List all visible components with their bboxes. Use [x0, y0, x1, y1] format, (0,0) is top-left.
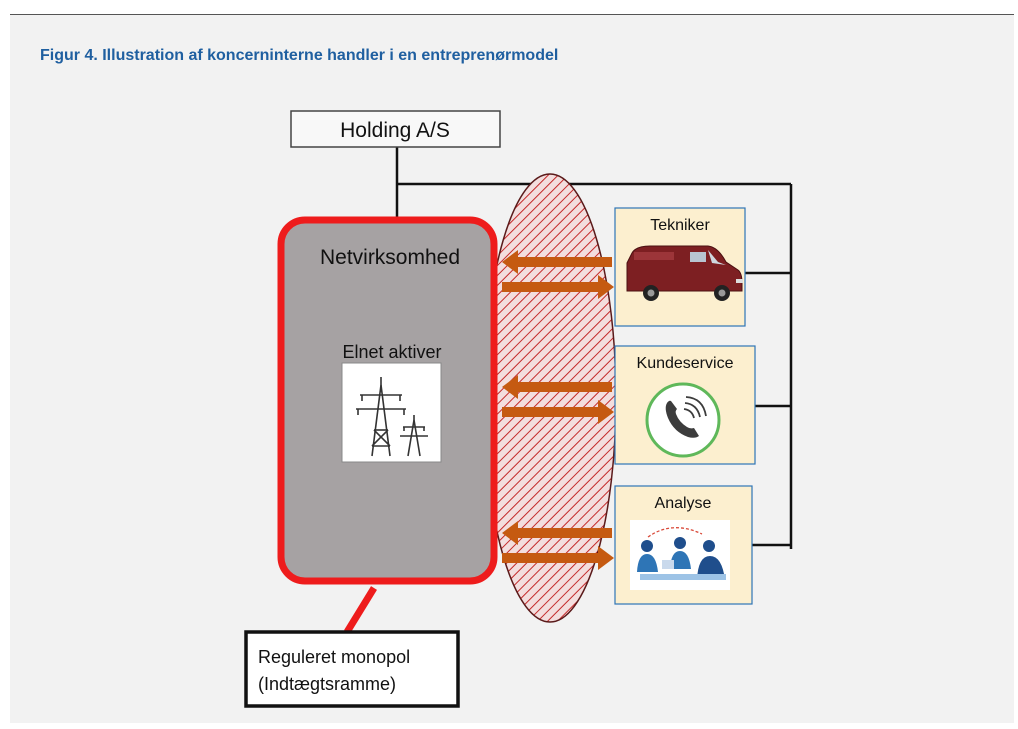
monopoly-line-1: Reguleret monopol: [258, 647, 410, 667]
holding-label: Holding A/S: [340, 119, 450, 142]
netvirksomhed-box: Netvirksomhed Elnet aktiver: [277, 216, 498, 585]
arrow-right-2: [502, 400, 614, 424]
power-pylon-icon: [341, 362, 442, 463]
tekniker-label: Tekniker: [650, 217, 710, 234]
monopoly-connector: [344, 586, 377, 634]
service-box-kundeservice: Kundeservice: [614, 345, 756, 465]
netvirksomhed-title: Netvirksomhed: [320, 246, 460, 269]
holding-box: Holding A/S: [290, 110, 501, 148]
connector-lines: [395, 146, 793, 549]
service-box-analyse: Analyse: [614, 485, 753, 605]
delivery-van-icon: [626, 245, 743, 301]
arrow-left-3: [502, 521, 612, 545]
monopoly-box: Reguleret monopol (Indtægtsramme): [244, 630, 460, 708]
team-meeting-icon: [630, 520, 730, 590]
arrow-right-1: [502, 275, 614, 299]
arrow-left-2: [502, 375, 612, 399]
analyse-label: Analyse: [655, 495, 712, 512]
arrow-right-3: [502, 546, 614, 570]
figure-caption: Figur 4. Illustration af koncerninterne …: [40, 47, 559, 64]
kundeservice-label: Kundeservice: [637, 355, 734, 372]
trade-arrows: [502, 250, 614, 570]
service-box-tekniker: Tekniker: [614, 207, 746, 327]
monopoly-line-2: (Indtægtsramme): [258, 674, 396, 694]
elnet-aktiver-label: Elnet aktiver: [342, 342, 441, 362]
phone-call-icon: [645, 382, 721, 458]
arrow-left-1: [502, 250, 612, 274]
